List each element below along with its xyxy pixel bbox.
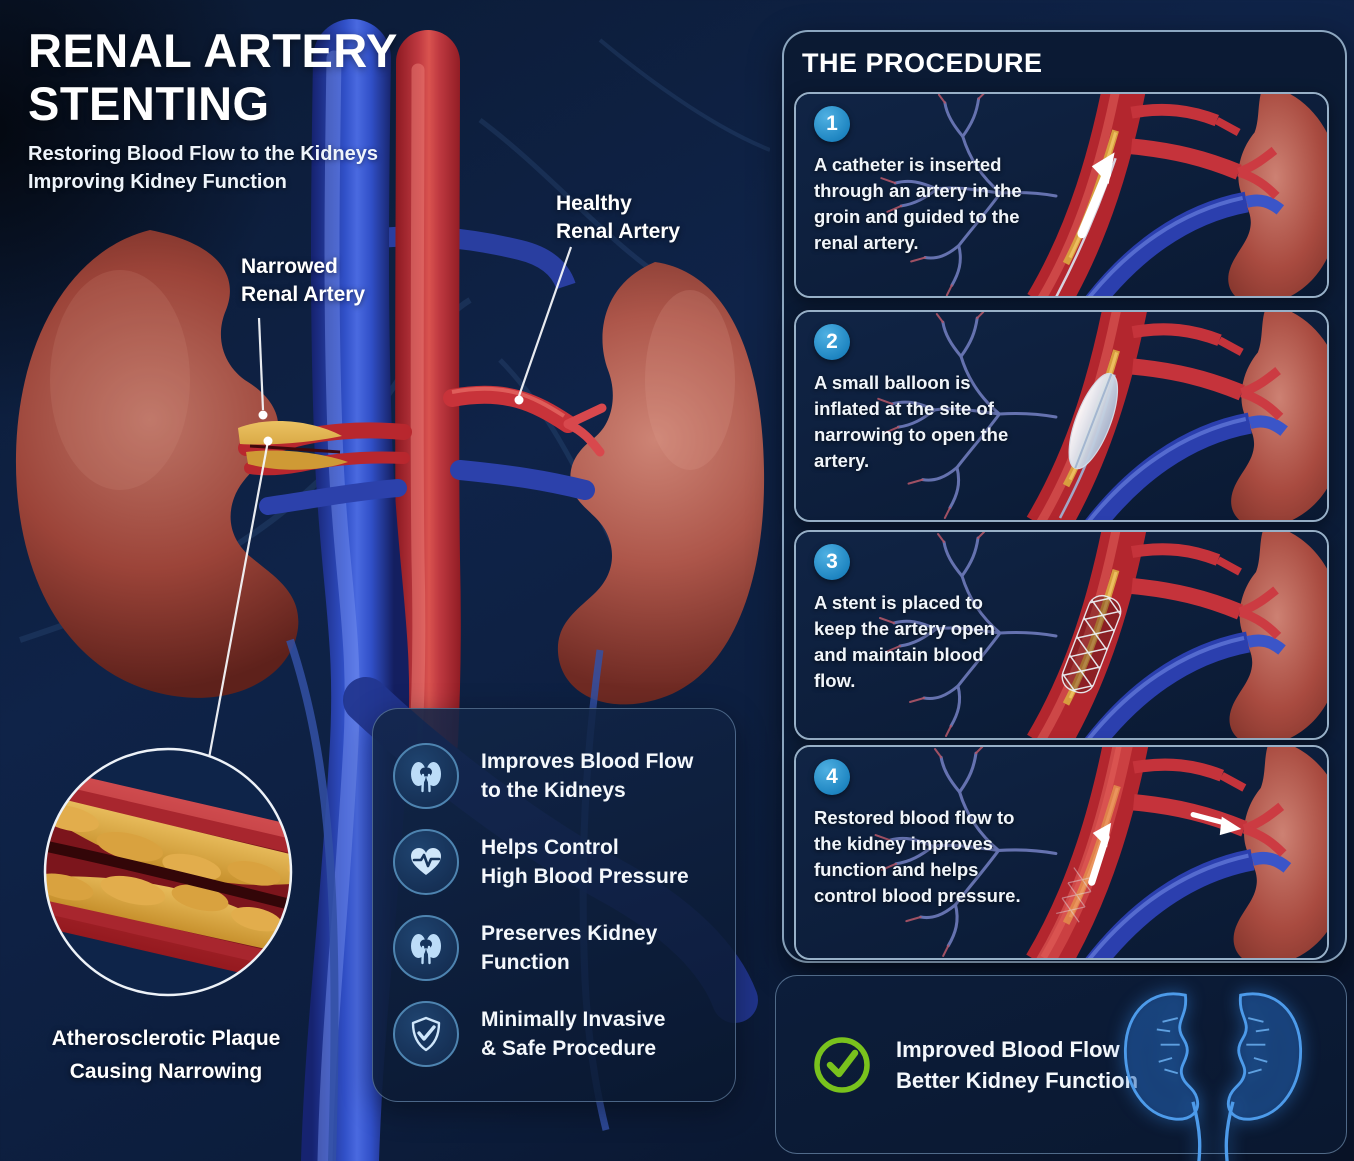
page-title-line1: RENAL ARTERY bbox=[28, 24, 398, 77]
step-description: A small balloon is inflated at the site … bbox=[814, 372, 1009, 471]
benefit-item-blood-pressure: Helps Control High Blood Pressure bbox=[393, 829, 715, 895]
heart-pulse-icon bbox=[393, 829, 459, 895]
procedure-step-1: 1 A catheter is inserted through an arte… bbox=[794, 92, 1329, 298]
flow-arrow-icon bbox=[1088, 833, 1110, 886]
kidneys-icon bbox=[393, 743, 459, 809]
summary-text: Improved Blood Flow Better Kidney Functi… bbox=[896, 1036, 1139, 1093]
step-4-illustration bbox=[796, 747, 1327, 958]
label-healthy-renal-artery: Healthy Renal Artery bbox=[556, 192, 681, 243]
step-description: A catheter is inserted through an artery… bbox=[814, 154, 1022, 253]
benefit-text: Improves Blood Flow to the Kidneys bbox=[481, 750, 694, 802]
page-subtitle: Restoring Blood Flow to the Kidneys Impr… bbox=[28, 143, 378, 193]
glowing-kidneys-icon bbox=[1123, 992, 1303, 1161]
label-atherosclerotic-plaque: Atherosclerotic Plaque Causing Narrowing bbox=[51, 1027, 281, 1083]
flow-arrow-icon bbox=[1077, 169, 1112, 239]
narrowed-renal-artery bbox=[238, 421, 412, 476]
step-3-illustration bbox=[796, 532, 1327, 738]
benefit-item-kidney-function: Preserves Kidney Function bbox=[393, 915, 715, 981]
balloon-icon bbox=[1068, 372, 1119, 470]
step-description: Restored blood flow to the kidney improv… bbox=[814, 807, 1021, 906]
right-kidney bbox=[557, 262, 765, 705]
benefit-item-blood-flow: Improves Blood Flow to the Kidneys bbox=[393, 743, 715, 809]
kidneys-icon bbox=[393, 915, 459, 981]
right-renal-vein bbox=[450, 460, 595, 500]
stent-icon bbox=[1058, 591, 1125, 697]
benefit-text: Minimally Invasive & Safe Procedure bbox=[481, 1008, 666, 1060]
label-narrowed-renal-artery: Narrowed Renal Artery bbox=[241, 255, 366, 306]
page-title-line2: STENTING bbox=[28, 77, 270, 130]
restored-flow-highlight bbox=[1040, 747, 1133, 958]
benefit-item-minimally-invasive: Minimally Invasive & Safe Procedure bbox=[393, 1001, 715, 1067]
procedure-step-3: 3 A stent is placed to keep the artery o… bbox=[794, 530, 1329, 740]
procedure-heading: THE PROCEDURE bbox=[802, 48, 1043, 78]
procedure-step-4: 4 Restored blood flow to the kidney impr… bbox=[794, 745, 1329, 960]
step-description: A stent is placed to keep the artery ope… bbox=[814, 592, 995, 691]
title-block: RENAL ARTERY STENTING Restoring Blood Fl… bbox=[28, 24, 398, 196]
aorta bbox=[394, 30, 461, 774]
step-2-illustration bbox=[796, 312, 1327, 520]
left-kidney bbox=[15, 230, 299, 698]
step-number-badge: 2 bbox=[814, 324, 850, 360]
procedure-step-2: 2 A small balloon is inflated at the sit… bbox=[794, 310, 1329, 522]
plaque-lower bbox=[246, 450, 348, 470]
healthy-renal-artery bbox=[443, 385, 607, 457]
shield-check-icon bbox=[393, 1001, 459, 1067]
benefit-text: Preserves Kidney Function bbox=[481, 922, 658, 974]
benefit-text: Helps Control High Blood Pressure bbox=[481, 836, 689, 888]
outcome-summary-card: Improved Blood Flow Better Kidney Functi… bbox=[775, 975, 1347, 1161]
check-circle-icon bbox=[814, 1036, 870, 1093]
implanted-stent bbox=[1056, 867, 1097, 923]
step-1-illustration bbox=[796, 94, 1327, 296]
procedure-panel: THE PROCEDURE 1 A catheter is inserted t… bbox=[782, 30, 1347, 963]
step-number-badge: 1 bbox=[814, 106, 850, 142]
plaque-upper bbox=[238, 421, 342, 445]
left-ureter bbox=[286, 638, 339, 1161]
left-renal-vein bbox=[259, 479, 407, 515]
leader-lines bbox=[207, 246, 573, 759]
step-number-badge: 4 bbox=[814, 759, 850, 795]
benefits-panel: Improves Blood Flow to the Kidneys Helps… bbox=[372, 708, 736, 1102]
step-number-badge: 3 bbox=[814, 544, 850, 580]
